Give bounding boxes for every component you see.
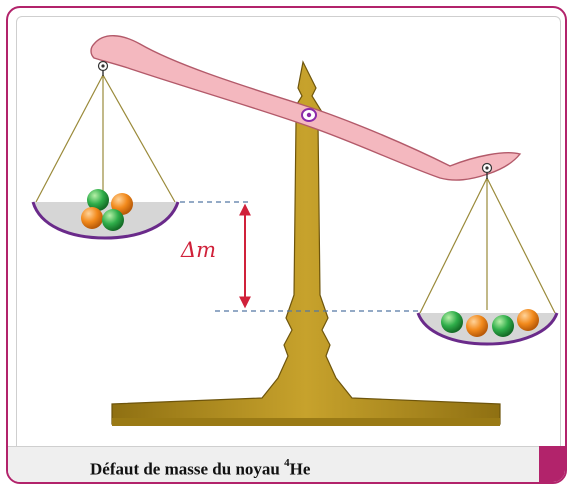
caption-accent xyxy=(539,446,565,482)
level-lines xyxy=(180,201,418,312)
left-hook xyxy=(97,60,109,76)
balance-beam xyxy=(90,35,522,181)
mass-difference-label: Δm xyxy=(181,238,217,262)
free-nucleons xyxy=(441,309,539,337)
proton-sphere xyxy=(81,207,103,229)
neutron-sphere xyxy=(441,311,463,333)
right-pan-strings xyxy=(419,177,556,314)
neutron-sphere xyxy=(492,315,514,337)
neutron-sphere xyxy=(102,209,124,231)
proton-sphere xyxy=(111,193,133,215)
caption-element: He xyxy=(289,459,311,479)
beam-pivot xyxy=(301,108,317,122)
balance-stand xyxy=(111,60,501,426)
right-hook xyxy=(481,162,493,179)
proton-sphere xyxy=(517,309,539,331)
figure-caption: Défaut de masse du noyau 4He xyxy=(90,453,311,479)
caption-bar: Défaut de masse du noyau 4He xyxy=(8,446,565,482)
left-pan-strings xyxy=(35,74,176,203)
helium-nucleus xyxy=(81,189,133,231)
proton-sphere xyxy=(466,315,488,337)
caption-prefix: Défaut de masse du noyau xyxy=(90,459,285,479)
neutron-sphere xyxy=(87,189,109,211)
caption-superscript: 4 xyxy=(284,457,290,469)
